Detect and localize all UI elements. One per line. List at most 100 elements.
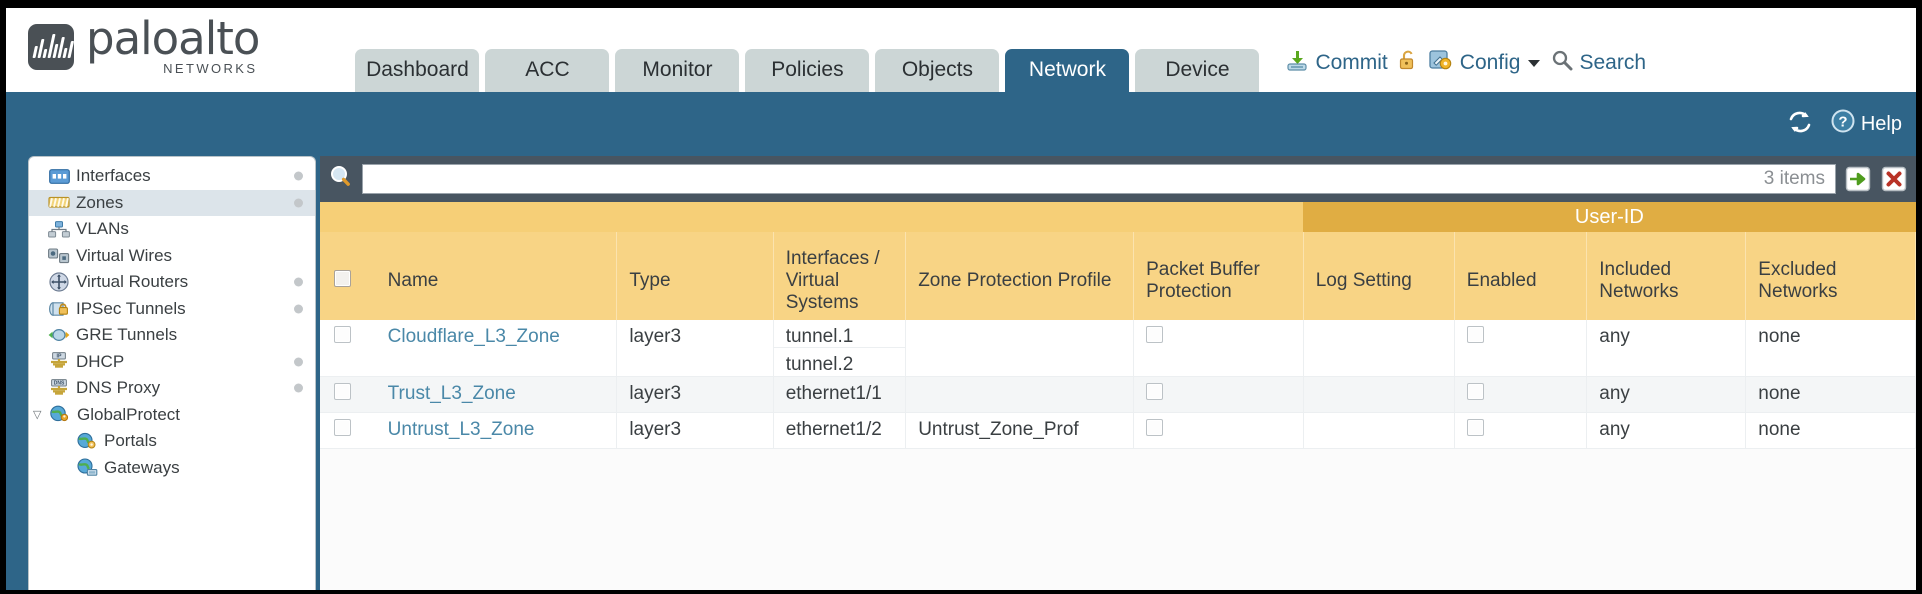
cell-interfaces: tunnel.1 tunnel.2 xyxy=(773,320,907,377)
col-interfaces-virtual-systems[interactable]: Interfaces / Virtual Systems xyxy=(773,232,907,320)
packet-buffer-protection-checkbox[interactable] xyxy=(1146,383,1164,400)
chevron-down-icon xyxy=(1526,51,1542,75)
sidebar-item-label: Virtual Routers xyxy=(76,272,189,292)
status-dot xyxy=(294,277,303,287)
cell-interfaces: ethernet1/1 xyxy=(773,376,907,413)
table-empty-space xyxy=(320,448,1916,461)
virtual-wires-icon xyxy=(47,248,71,264)
help-button[interactable]: ? Help xyxy=(1830,108,1902,140)
search-magnifier-icon xyxy=(1551,49,1573,77)
zone-name-link[interactable]: Cloudflare_L3_Zone xyxy=(387,326,560,347)
config-menu-button[interactable]: Config xyxy=(1428,48,1543,78)
sidebar-item-label: VLANs xyxy=(76,219,129,239)
sidebar-item-virtual-wires[interactable]: Virtual Wires xyxy=(29,243,315,270)
sidebar-item-zones[interactable]: Zones xyxy=(29,189,315,216)
clear-filter-button[interactable] xyxy=(1880,165,1908,193)
col-excluded-networks[interactable]: Excluded Networks xyxy=(1745,232,1916,320)
cell-included-networks: any xyxy=(1586,412,1747,449)
status-dot xyxy=(294,383,303,393)
col-enabled[interactable]: Enabled xyxy=(1454,232,1588,320)
sub-header-band: ? Help xyxy=(6,92,1916,156)
sidebar-item-interfaces[interactable]: Interfaces xyxy=(29,163,315,190)
tab-device[interactable]: Device xyxy=(1135,49,1260,92)
tab-acc[interactable]: ACC xyxy=(485,49,610,92)
commit-button[interactable]: Commit xyxy=(1285,48,1388,78)
cell-included-networks: any xyxy=(1586,376,1747,413)
tab-objects[interactable]: Objects xyxy=(875,49,1000,92)
userid-enabled-checkbox[interactable] xyxy=(1466,419,1484,436)
status-dot xyxy=(294,357,303,367)
col-zone-protection-profile[interactable]: Zone Protection Profile xyxy=(905,232,1135,320)
packet-buffer-protection-checkbox[interactable] xyxy=(1146,326,1164,343)
cell-zone-protection-profile: Untrust_Zone_Prof xyxy=(905,412,1135,449)
sidebar-item-portals[interactable]: Portals xyxy=(29,428,315,455)
search-button[interactable]: Search xyxy=(1551,49,1646,77)
brand-logo: paloalto NETWORKS xyxy=(6,12,260,92)
sidebar-item-virtual-routers[interactable]: Virtual Routers xyxy=(29,269,315,296)
col-packet-buffer-protection[interactable]: Packet Buffer Protection xyxy=(1133,232,1304,320)
refresh-icon[interactable] xyxy=(1786,109,1814,140)
table-row[interactable]: Untrust_L3_Zone layer3 ethernet1/2 Untru… xyxy=(320,412,1916,449)
svg-text:?: ? xyxy=(1838,114,1847,131)
zone-name-link[interactable]: Untrust_L3_Zone xyxy=(387,419,535,440)
cell-interfaces: ethernet1/2 xyxy=(773,412,907,449)
row-checkbox[interactable] xyxy=(334,326,351,343)
userid-enabled-checkbox[interactable] xyxy=(1466,326,1484,343)
select-all-checkbox[interactable] xyxy=(334,269,351,287)
sidebar-item-dhcp[interactable]: IP DHCP xyxy=(29,349,315,376)
sidebar-item-gateways[interactable]: Gateways xyxy=(29,455,315,482)
tab-dashboard[interactable]: Dashboard xyxy=(355,49,480,92)
config-wrench-gear-icon xyxy=(1428,48,1454,78)
paloalto-logo-icon xyxy=(28,24,74,70)
cell-userid-enabled xyxy=(1454,376,1588,413)
sidebar-item-vlans[interactable]: VLANs xyxy=(29,216,315,243)
interface-item: tunnel.1 xyxy=(773,320,906,348)
group-header-spacer xyxy=(320,202,1304,232)
cell-excluded-networks: none xyxy=(1745,412,1916,449)
padlock-icon[interactable] xyxy=(1397,48,1419,78)
cell-packet-buffer-protection xyxy=(1133,320,1304,377)
zone-name-link[interactable]: Trust_L3_Zone xyxy=(387,383,516,404)
sidebar-item-gre-tunnels[interactable]: GRE Tunnels xyxy=(29,322,315,349)
tab-monitor[interactable]: Monitor xyxy=(615,49,740,92)
cell-packet-buffer-protection xyxy=(1133,412,1304,449)
cell-excluded-networks: none xyxy=(1745,376,1916,413)
sidebar-item-label: Interfaces xyxy=(76,166,151,186)
col-included-networks[interactable]: Included Networks xyxy=(1586,232,1747,320)
cell-zone-protection-profile xyxy=(905,376,1135,413)
sidebar-item-label: Portals xyxy=(104,431,157,451)
col-log-setting[interactable]: Log Setting xyxy=(1303,232,1455,320)
gateways-icon xyxy=(75,458,99,477)
userid-enabled-checkbox[interactable] xyxy=(1466,383,1484,400)
status-dot xyxy=(294,304,303,314)
packet-buffer-protection-checkbox[interactable] xyxy=(1146,419,1164,436)
sidebar-item-label: GlobalProtect xyxy=(77,404,180,424)
select-all-cell xyxy=(320,232,376,320)
table-row[interactable]: Trust_L3_Zone layer3 ethernet1/1 xyxy=(320,376,1916,413)
sidebar-item-ipsec-tunnels[interactable]: IPSec Tunnels xyxy=(29,296,315,323)
sidebar-item-globalprotect[interactable]: ▽ GlobalProtect xyxy=(29,402,315,429)
col-name[interactable]: Name xyxy=(375,232,618,320)
expand-collapse-caret-icon[interactable]: ▽ xyxy=(33,409,42,422)
group-header-row: User-ID xyxy=(320,202,1916,232)
cell-type: layer3 xyxy=(616,412,774,449)
zones-table-wrap: User-ID Name Type Interfaces / Virtual S… xyxy=(320,202,1916,590)
sidebar-item-label: Gateways xyxy=(104,457,180,477)
apply-filter-button[interactable] xyxy=(1844,165,1872,193)
row-select-cell xyxy=(320,376,376,413)
tab-network[interactable]: Network xyxy=(1005,49,1130,92)
tab-policies[interactable]: Policies xyxy=(745,49,870,92)
row-checkbox[interactable] xyxy=(334,419,351,436)
sidebar-item-label: DNS Proxy xyxy=(76,378,161,398)
top-actions: Commit Config xyxy=(1285,48,1646,92)
sidebar-item-dns-proxy[interactable]: DNS DNS Proxy xyxy=(29,375,315,402)
search-input[interactable]: 3 items xyxy=(362,164,1836,194)
brand-name: paloalto xyxy=(86,12,260,65)
search-icon[interactable] xyxy=(328,164,354,195)
sidebar-item-label: GRE Tunnels xyxy=(76,325,178,345)
content-pane: 3 items xyxy=(320,156,1916,590)
row-checkbox[interactable] xyxy=(334,383,351,400)
col-type[interactable]: Type xyxy=(616,232,774,320)
sidebar-item-label: IPSec Tunnels xyxy=(76,298,186,318)
